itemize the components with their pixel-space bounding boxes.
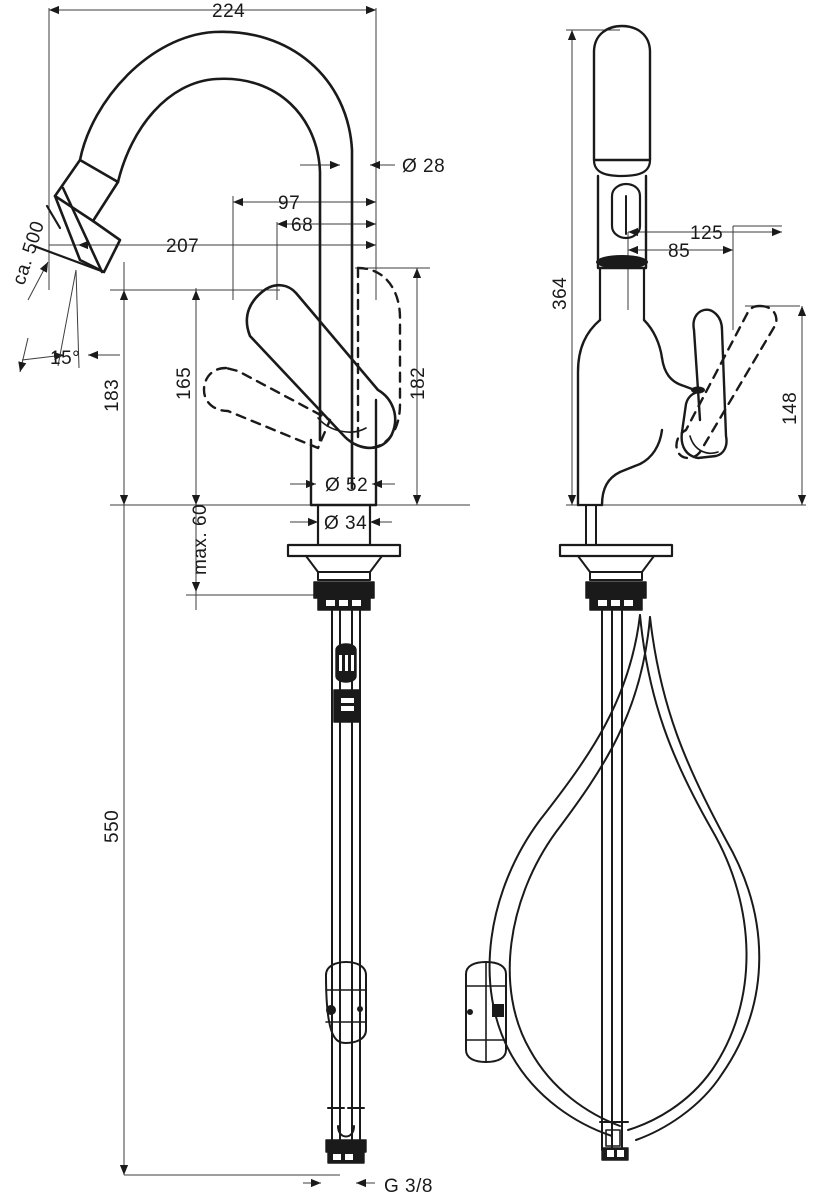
hose-weight-side <box>325 961 367 1044</box>
label-125: 125 <box>690 223 723 244</box>
shank-collar <box>317 571 371 581</box>
dim-15deg-left <box>21 352 65 361</box>
front-clamp-notch-a <box>598 600 607 606</box>
shank-walls <box>316 503 372 547</box>
front-body-shoulder <box>660 356 702 394</box>
front-shank-collar <box>589 571 643 581</box>
coupler-rib-c <box>351 655 354 671</box>
dimension-lines-layer <box>18 5 807 1188</box>
front-flange-plate <box>558 543 674 558</box>
label-207: 207 <box>166 236 199 257</box>
angle-leg-a <box>57 269 77 367</box>
label-97: 97 <box>278 193 300 214</box>
hose-end-fitting-block <box>325 1139 367 1153</box>
spout-dashed-alt <box>356 266 402 450</box>
pullout-hose-loop-inner-right <box>635 616 761 1141</box>
front-flange-taper <box>577 555 655 573</box>
coupler-rib-a <box>339 655 342 671</box>
body-side-walls <box>309 398 378 507</box>
label-ca-500: ca. 500 <box>9 218 49 287</box>
base-flange-plate <box>286 543 402 558</box>
hose-end-loop <box>337 1125 355 1138</box>
label-224: 224 <box>212 1 245 22</box>
label-148: 148 <box>780 392 801 425</box>
weight-screw-right <box>357 1006 363 1012</box>
spray-head-collar <box>78 158 120 184</box>
label-diameter-34: Ø 34 <box>324 513 367 534</box>
pullout-hose-loop-outer-left <box>488 614 641 1137</box>
spray-head-body <box>53 194 122 274</box>
front-body-left <box>576 318 602 507</box>
clamp-notch-c <box>352 600 361 606</box>
label-15-deg: 15° <box>50 348 80 369</box>
angle-leg-b <box>75 269 80 369</box>
label-85: 85 <box>668 241 690 262</box>
front-lever-dashed-alt <box>675 304 778 460</box>
pullout-hose-loop-outer-right <box>627 614 748 1131</box>
spray-head-front-barrel <box>592 24 652 162</box>
front-body-right-lower <box>600 428 664 507</box>
front-lever-handle <box>680 308 728 460</box>
lever-handle-solid <box>245 283 397 450</box>
front-clamp-notch-c <box>624 600 633 606</box>
front-clamp-notch-b <box>611 600 620 606</box>
connector-slot-b <box>341 706 354 711</box>
thread-notch-b <box>345 1154 353 1160</box>
label-550: 550 <box>102 810 123 843</box>
spout-outer-contour <box>53 30 354 490</box>
flange-taper <box>305 555 383 573</box>
front-shank-walls <box>585 504 597 546</box>
spray-mode-button <box>610 182 642 240</box>
clamp-notch-a <box>326 600 335 606</box>
label-68: 68 <box>291 215 313 236</box>
aerator-face <box>596 255 648 269</box>
lever-pivot-dot <box>691 386 705 394</box>
front-hose-end-block <box>601 1147 629 1161</box>
thread-notch-a <box>333 1154 341 1160</box>
coupler-rib-b <box>345 655 348 671</box>
label-165: 165 <box>174 367 195 400</box>
label-diameter-28: Ø 28 <box>402 156 445 177</box>
dim-ca500-down <box>18 337 29 373</box>
spray-head-tip-line <box>32 244 106 274</box>
pullout-hose-loop-inner-left <box>508 616 651 1127</box>
label-182: 182 <box>408 367 429 400</box>
side-view-geometry <box>32 30 402 1164</box>
spout-inner-contour <box>91 77 322 442</box>
front-view-geometry <box>465 24 778 1161</box>
clamp-block-upper <box>313 581 375 599</box>
hose-weight-bands <box>325 989 367 1023</box>
front-weight-screw <box>467 1009 473 1015</box>
label-364: 364 <box>550 277 571 310</box>
lever-handle-dashed-alt <box>202 366 332 450</box>
label-max-60: max. 60 <box>190 504 211 575</box>
dim-ca500-up <box>27 261 49 301</box>
spray-head-nozzle-slot <box>45 204 62 230</box>
label-183: 183 <box>102 379 123 412</box>
front-end-notch-b <box>617 1150 624 1157</box>
spray-head-front-shoulder <box>592 158 652 178</box>
front-weight-slot <box>492 1004 504 1017</box>
front-body-right-upper <box>642 318 664 360</box>
dimension-text-layer: 224 207 97 68 Ø 28 ca. 500 15° 183 165 1… <box>9 1 801 1197</box>
spray-head-front-edge <box>61 186 104 274</box>
connector-slot-a <box>341 698 354 703</box>
weight-screw-left <box>326 1005 336 1015</box>
label-g38: G 3/8 <box>384 1176 433 1197</box>
front-end-notch-a <box>607 1150 614 1157</box>
front-hose-weight <box>465 961 507 1063</box>
front-end-body <box>605 1129 621 1147</box>
lever-handle-inner-line <box>317 417 367 433</box>
label-diameter-52: Ø 52 <box>325 475 368 496</box>
front-clamp-block-upper <box>585 581 647 599</box>
clamp-notch-b <box>339 600 348 606</box>
